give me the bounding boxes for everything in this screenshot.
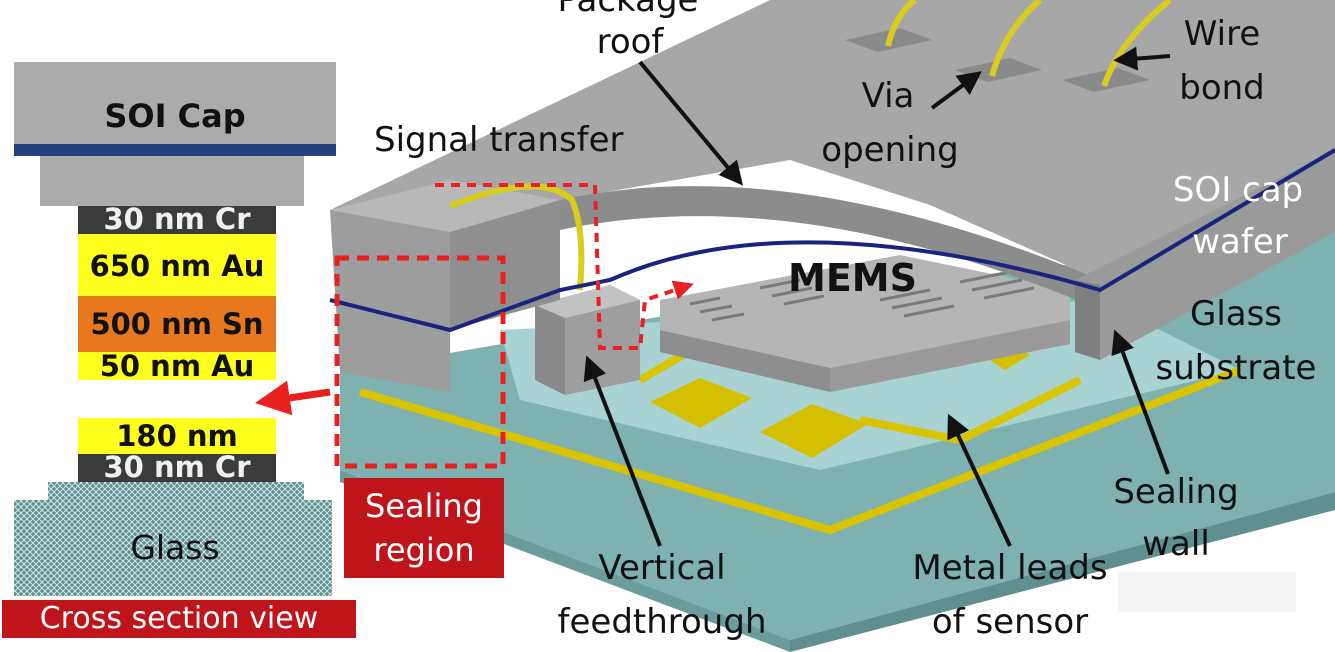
vertical-feedthrough-line2: feedthrough — [558, 604, 767, 640]
via-opening-line1: Via — [862, 78, 915, 114]
metal-leads-line2: of sensor — [932, 604, 1088, 640]
wire-bond-line1: Wire — [1184, 16, 1260, 52]
sealing-region-line1: Sealing — [344, 484, 504, 528]
sealing-wall-line1: Sealing — [1113, 474, 1238, 510]
watermark-blur — [1118, 572, 1296, 612]
layer-au-650-label: 650 nm Au — [78, 248, 276, 284]
soi-cap-step — [40, 156, 304, 206]
metal-leads-line1: Metal leads — [912, 550, 1107, 586]
vertical-feedthrough-line1: Vertical — [598, 550, 725, 586]
soi-cap-label: SOI Cap — [104, 98, 245, 134]
sealing-to-section-arrow — [262, 392, 330, 402]
cross-section-title: Cross section view — [2, 600, 356, 638]
soi-cap-wafer-line1: SOI cap — [1173, 172, 1303, 208]
signal-transfer-label: Signal transfer — [374, 122, 624, 158]
layer-au-180-label: 180 nm — [78, 418, 276, 454]
layer-sn-500-label: 500 nm Sn — [78, 306, 276, 342]
package-roof-line2: roof — [597, 24, 664, 60]
layer-cr-bottom-label: 30 nm Cr — [78, 452, 276, 482]
glass-substrate-line2: substrate — [1156, 350, 1317, 386]
layer-au-50-label: 50 nm Au — [78, 350, 276, 382]
sealing-region-badge: Sealing region — [344, 478, 504, 578]
sealing-region-line2: region — [344, 528, 504, 572]
soi-cap-wafer-line2: wafer — [1192, 224, 1288, 260]
sealing-wall-line2: wall — [1142, 526, 1210, 562]
soi-oxide-line — [14, 144, 336, 156]
layer-cr-top-label: 30 nm Cr — [78, 204, 276, 234]
via-opening-line2: opening — [821, 132, 958, 168]
wire-bond-line2: bond — [1179, 70, 1265, 106]
glass-label: Glass — [130, 530, 219, 566]
mems-label: MEMS — [788, 260, 917, 296]
glass-substrate-line1: Glass — [1190, 296, 1282, 332]
package-roof-line1: Package — [558, 0, 699, 18]
